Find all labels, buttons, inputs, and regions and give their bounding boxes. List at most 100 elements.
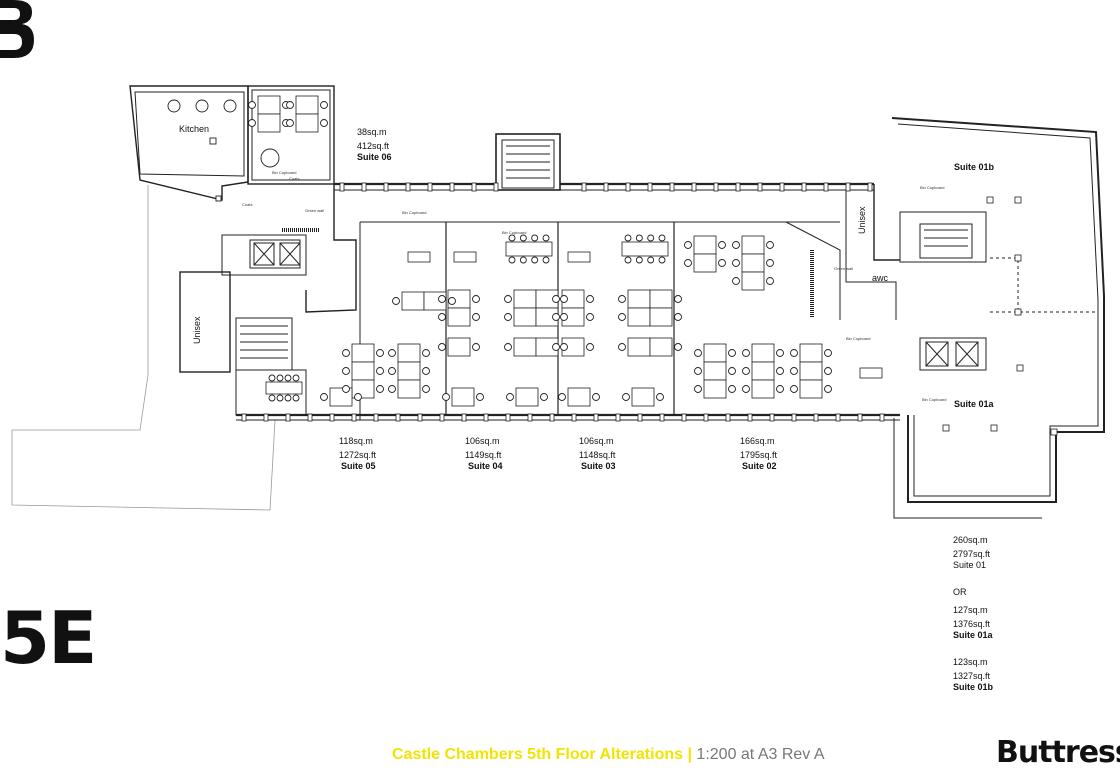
desk xyxy=(397,379,421,399)
chair xyxy=(742,349,750,357)
chair xyxy=(284,394,292,402)
chair xyxy=(388,349,396,357)
chair xyxy=(656,393,664,401)
chair xyxy=(624,256,632,264)
window-mullion xyxy=(823,182,829,192)
desk xyxy=(397,343,421,363)
desk xyxy=(799,361,823,381)
bin-cupboard-label: Bin Cupboard xyxy=(272,170,297,175)
window-mullion xyxy=(615,413,621,422)
desk xyxy=(451,387,475,407)
window-mullion xyxy=(571,413,577,422)
sheet-number: 5E xyxy=(0,596,97,680)
desk xyxy=(703,361,727,381)
window-mullion xyxy=(417,413,423,422)
chair xyxy=(472,295,480,303)
chair xyxy=(292,394,300,402)
window-mullion xyxy=(681,413,687,422)
chair xyxy=(766,277,774,285)
chair xyxy=(422,385,430,393)
chair xyxy=(320,119,328,127)
suite-01a-label: Suite 01a xyxy=(954,399,994,409)
window-mullion xyxy=(505,413,511,422)
window-mullion xyxy=(713,182,719,192)
window-mullion xyxy=(549,413,555,422)
chair xyxy=(684,259,692,267)
chair xyxy=(276,394,284,402)
chair xyxy=(342,349,350,357)
chair xyxy=(320,101,328,109)
window-mullion xyxy=(395,413,401,422)
window-mullion xyxy=(427,182,433,192)
window-mullion xyxy=(383,182,389,192)
chair xyxy=(694,367,702,375)
chair xyxy=(658,256,666,264)
chair xyxy=(824,349,832,357)
window-mullion xyxy=(241,413,247,422)
chair xyxy=(790,367,798,375)
chair xyxy=(422,367,430,375)
chair xyxy=(766,241,774,249)
chair xyxy=(448,297,456,305)
chair xyxy=(586,295,594,303)
meeting-table xyxy=(621,241,669,257)
bin-cupboard-label: Bin Cupboard xyxy=(922,397,947,402)
chair xyxy=(824,367,832,375)
chair xyxy=(354,393,362,401)
chair xyxy=(728,385,736,393)
chair xyxy=(438,295,446,303)
kitchen-label: Kitchen xyxy=(179,124,210,134)
chair xyxy=(284,374,292,382)
desk xyxy=(513,289,537,309)
desk xyxy=(693,235,717,255)
chair xyxy=(540,393,548,401)
unisex-left-label: Unisex xyxy=(192,316,202,344)
column xyxy=(986,196,994,204)
chair xyxy=(392,297,400,305)
desk xyxy=(351,343,375,363)
window-mullion xyxy=(307,413,313,422)
buttress-logo-mark xyxy=(0,0,34,58)
window-mullion xyxy=(813,413,819,422)
column xyxy=(1014,308,1022,316)
chair xyxy=(388,385,396,393)
desk xyxy=(741,253,765,273)
chair xyxy=(542,234,550,242)
column xyxy=(1014,196,1022,204)
chair xyxy=(622,393,630,401)
chair xyxy=(422,349,430,357)
chair xyxy=(552,295,560,303)
chair xyxy=(674,295,682,303)
chair xyxy=(694,349,702,357)
window-mullion xyxy=(659,413,665,422)
meeting-table xyxy=(265,381,303,395)
chair xyxy=(286,119,294,127)
chair xyxy=(292,374,300,382)
window-mullion xyxy=(801,182,807,192)
chair xyxy=(508,234,516,242)
green-wall-label: Green wall xyxy=(305,208,325,213)
chair xyxy=(506,393,514,401)
window-mullion xyxy=(339,182,345,192)
chair xyxy=(647,234,655,242)
suite-01b-label: Suite 01b xyxy=(954,162,995,172)
chair xyxy=(519,234,527,242)
desk xyxy=(799,379,823,399)
desk xyxy=(257,113,281,133)
window-mullion xyxy=(405,182,411,192)
chair xyxy=(728,367,736,375)
chair xyxy=(694,385,702,393)
chair xyxy=(376,349,384,357)
storage-unit xyxy=(567,251,591,263)
desk xyxy=(631,387,655,407)
window-mullion xyxy=(703,413,709,422)
window-mullion xyxy=(527,413,533,422)
chair xyxy=(742,367,750,375)
chair xyxy=(560,295,568,303)
desk xyxy=(649,307,673,327)
desk xyxy=(741,271,765,291)
window-mullion xyxy=(351,413,357,422)
window-mullion xyxy=(361,182,367,192)
